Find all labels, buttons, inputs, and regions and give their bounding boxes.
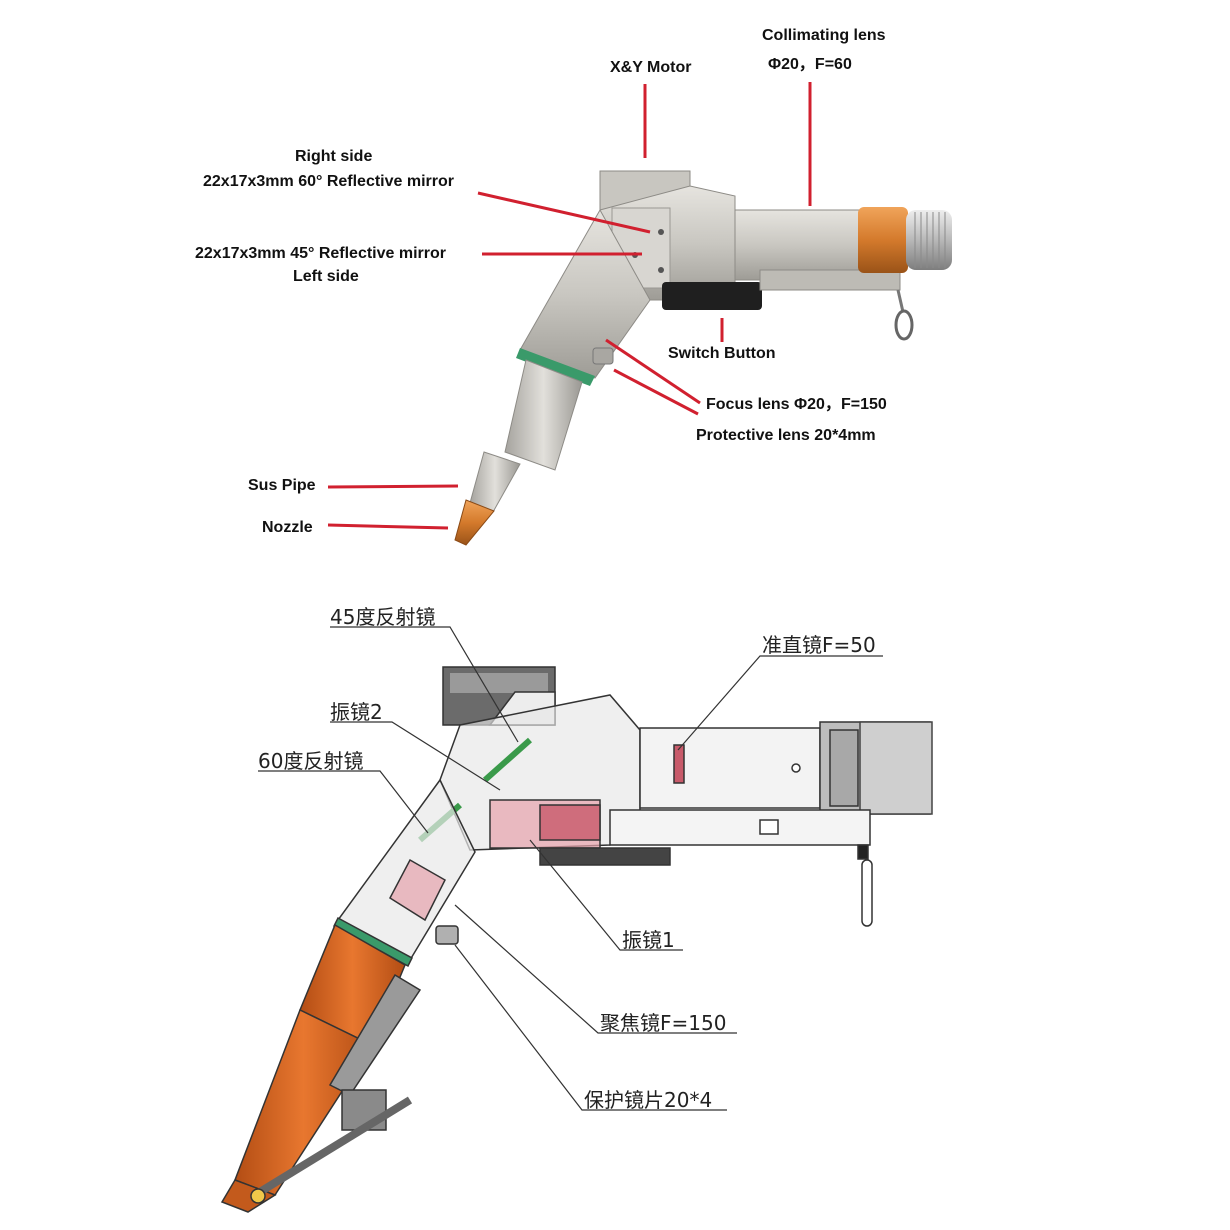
collimator-end-cap (906, 210, 952, 270)
hook-ring (894, 309, 914, 341)
cad-base-plate (539, 847, 671, 866)
collimator-copper-ring (858, 207, 908, 273)
label-protective-lens: Protective lens 20*4mm (696, 427, 876, 444)
label-sus-pipe: Sus Pipe (248, 477, 316, 494)
label-xy-motor: X&Y Motor (610, 59, 691, 76)
lower-tube (504, 359, 583, 471)
label-left-side: Left side (293, 268, 359, 285)
copper-nozzle (454, 499, 495, 546)
leader-sus-pipe (327, 484, 459, 489)
leader-cad-collimator (677, 655, 883, 751)
label-nozzle: Nozzle (262, 519, 313, 536)
cad-barrel (639, 727, 821, 809)
label-collimating-lens: Collimating lens (762, 27, 886, 44)
label-cad-45-mirror: 45度反射镜 (330, 605, 435, 629)
welding-head-photo (454, 170, 952, 546)
top-leader-lines (327, 82, 812, 530)
label-cad-collimator: 准直镜F=50 (762, 633, 876, 657)
label-cad-focus-lens: 聚焦镜F=150 (600, 1011, 726, 1035)
cad-hook (861, 859, 873, 927)
cad-leader-lines (258, 626, 883, 1111)
label-cad-galvo-2: 振镜2 (330, 700, 383, 724)
label-cad-60-mirror: 60度反射镜 (258, 749, 363, 773)
label-right-mirror: 22x17x3mm 60° Reflective mirror (203, 173, 454, 190)
label-cad-galvo-1: 振镜1 (622, 928, 675, 952)
label-collimating-spec: Φ20，F=60 (768, 56, 852, 73)
leader-focus (605, 338, 701, 405)
leader-nozzle (327, 523, 449, 530)
welding-head-cad (220, 666, 933, 1213)
leader-cad-60 (258, 770, 429, 834)
label-left-mirror: 22x17x3mm 45° Reflective mirror (195, 245, 446, 262)
sus-pipe (469, 451, 521, 513)
label-switch-button: Switch Button (668, 345, 776, 362)
leader-cad-protective (454, 944, 727, 1111)
switch-button (662, 282, 762, 310)
leader-cad-galvo1 (529, 839, 683, 951)
leader-protective (613, 368, 699, 416)
label-right-side: Right side (295, 148, 372, 165)
angled-grip (519, 208, 651, 379)
leader-cad-focus (454, 904, 737, 1034)
label-cad-protective-lens: 保护镜片20*4 (584, 1088, 712, 1112)
protective-lens-ring (516, 348, 595, 386)
leader-right-side (477, 191, 651, 234)
label-focus-lens: Focus lens Φ20，F=150 (706, 396, 887, 413)
leader-cad-galvo2 (330, 721, 501, 791)
leader-cad-45 (330, 626, 519, 743)
